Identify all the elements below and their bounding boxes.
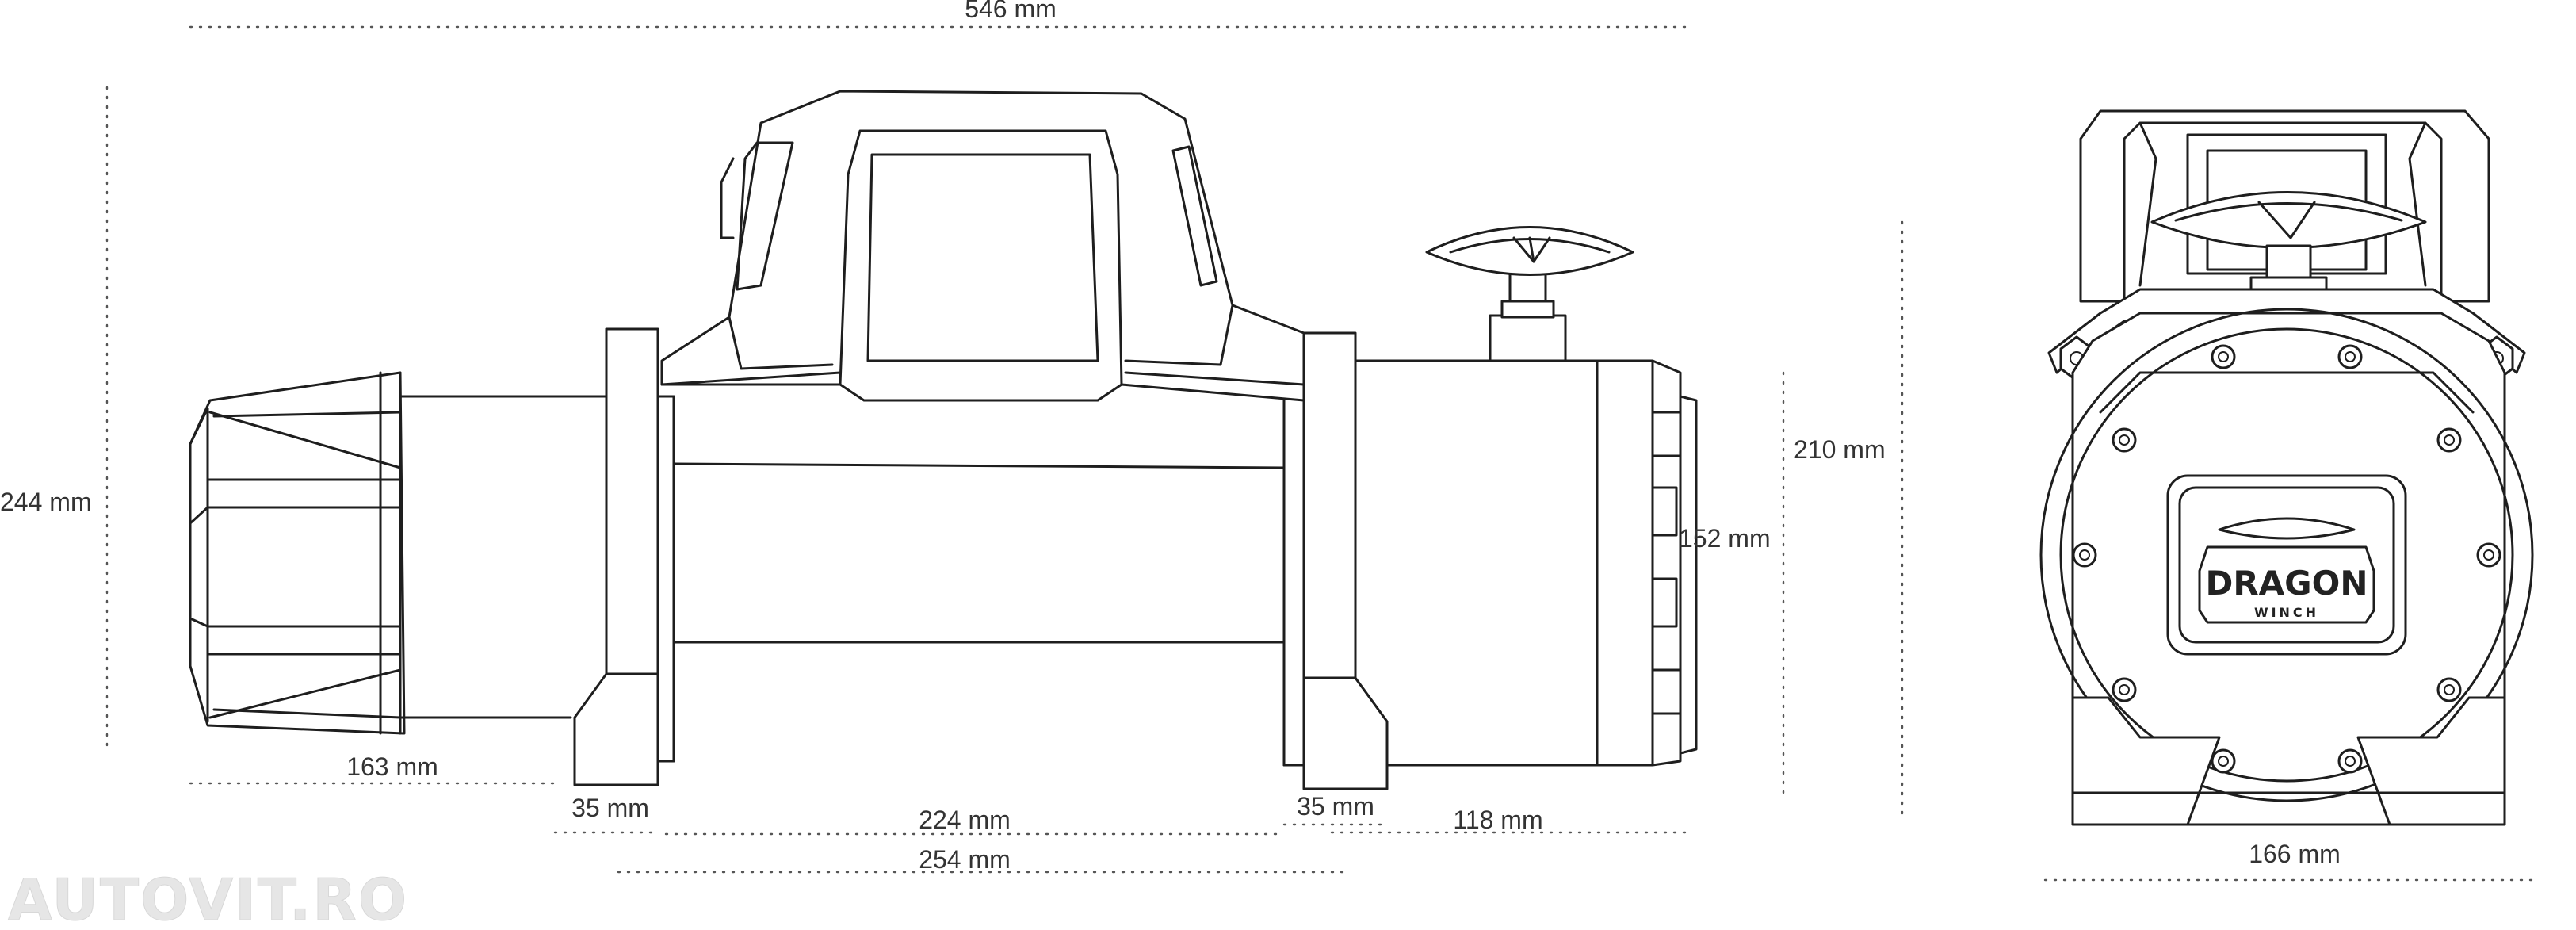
right-foot-label: 35 mm: [1297, 792, 1374, 821]
logo-plate: DRAGON WINCH: [2166, 474, 2407, 656]
overall-length-label: 546 mm: [965, 0, 1057, 23]
watermark-text: AUTOVIT.RO: [8, 867, 408, 930]
dimension-guides: [105, 25, 2538, 882]
motor-height-label: 210 mm: [1794, 435, 1886, 464]
width-label: 166 mm: [2249, 840, 2341, 868]
winch-side-view: [189, 90, 1698, 790]
motor-housing: [1354, 359, 1654, 767]
dimension-labels: 546 mm 244 mm 210 mm 152 mm 163 mm 35 mm…: [0, 0, 2341, 874]
logo-sub-brand-text: WINCH: [2254, 605, 2319, 620]
front-feet: [2071, 696, 2506, 826]
logo-brand-text: DRAGON: [2205, 564, 2368, 603]
motor-terminal-knob: [1425, 226, 1634, 362]
motor-end-cap: [1651, 359, 1698, 767]
winch-front-view: DRAGON WINCH: [2039, 109, 2534, 826]
left-foot-label: 35 mm: [571, 794, 649, 822]
drum-length-label: 224 mm: [919, 806, 1011, 834]
foot-span-label: 254 mm: [919, 845, 1011, 874]
left-foot-plate: [573, 327, 675, 786]
cable-drum: [672, 462, 1286, 644]
gearbox-housing: [189, 371, 406, 735]
gearbox-length-label: 163 mm: [346, 752, 438, 781]
control-box-frame: [660, 90, 1305, 402]
motor-length-label: 118 mm: [1453, 806, 1542, 834]
face-bolts: [2072, 344, 2501, 774]
overall-height-label: 244 mm: [0, 488, 92, 516]
end-cap-height-label: 152 mm: [1679, 524, 1771, 553]
